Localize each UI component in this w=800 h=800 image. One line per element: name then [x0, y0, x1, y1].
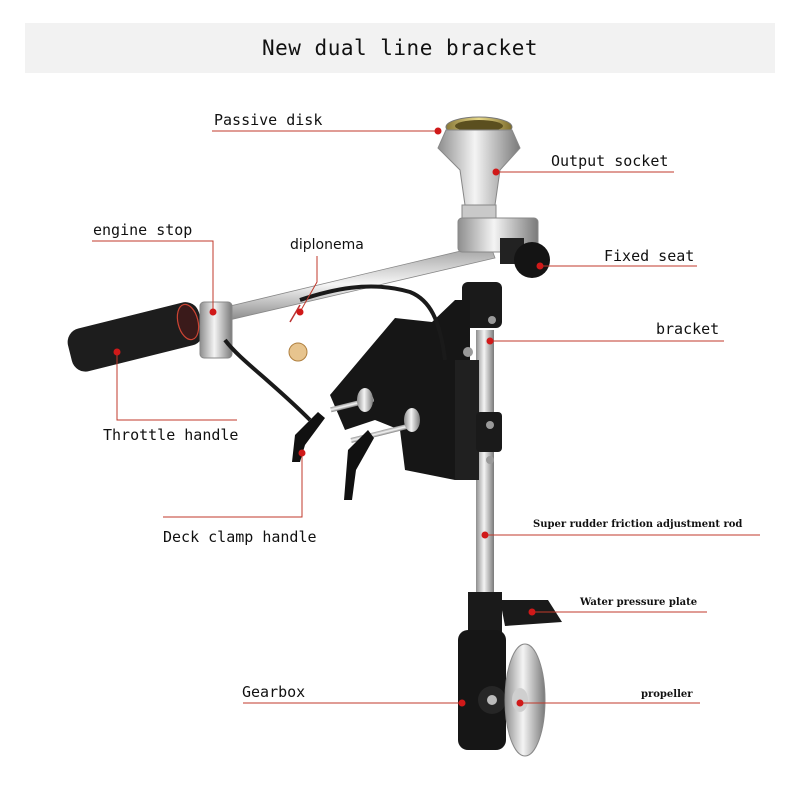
label-output-socket: Output socket	[551, 152, 669, 170]
drive-shaft	[476, 330, 494, 600]
label-bracket: bracket	[656, 320, 720, 338]
title-bar: New dual line bracket	[25, 23, 775, 73]
leader-engine-stop	[92, 240, 214, 312]
throttle-grip	[67, 301, 233, 372]
label-propeller: propeller	[641, 689, 693, 700]
page-title: New dual line bracket	[261, 36, 538, 60]
label-engine-stop: engine stop	[93, 221, 193, 239]
output-socket-assembly	[437, 116, 539, 253]
label-fixed-seat: Fixed seat	[604, 247, 695, 265]
label-super-rudder: Super rudder friction adjustment rod	[533, 519, 743, 530]
leader-lines	[92, 130, 760, 704]
fixed-seat-knob	[500, 238, 550, 278]
bracket-clamp	[330, 282, 502, 480]
leader-deck-clamp	[163, 453, 303, 518]
label-gearbox: Gearbox	[242, 683, 306, 701]
label-diplonema: diplonema	[290, 237, 364, 253]
leader-throttle	[116, 352, 237, 421]
lower-unit	[458, 592, 562, 757]
deck-clamp-handles	[292, 388, 420, 500]
label-throttle-handle: Throttle handle	[103, 426, 239, 444]
label-water-pressure-plate: Water pressure plate	[580, 597, 698, 608]
diplonema-wires	[223, 284, 447, 422]
leader-diplonema	[299, 256, 318, 313]
label-passive-disk: Passive disk	[214, 111, 323, 129]
callout-dots	[113, 127, 544, 707]
label-deck-clamp-handle: Deck clamp handle	[163, 528, 317, 546]
